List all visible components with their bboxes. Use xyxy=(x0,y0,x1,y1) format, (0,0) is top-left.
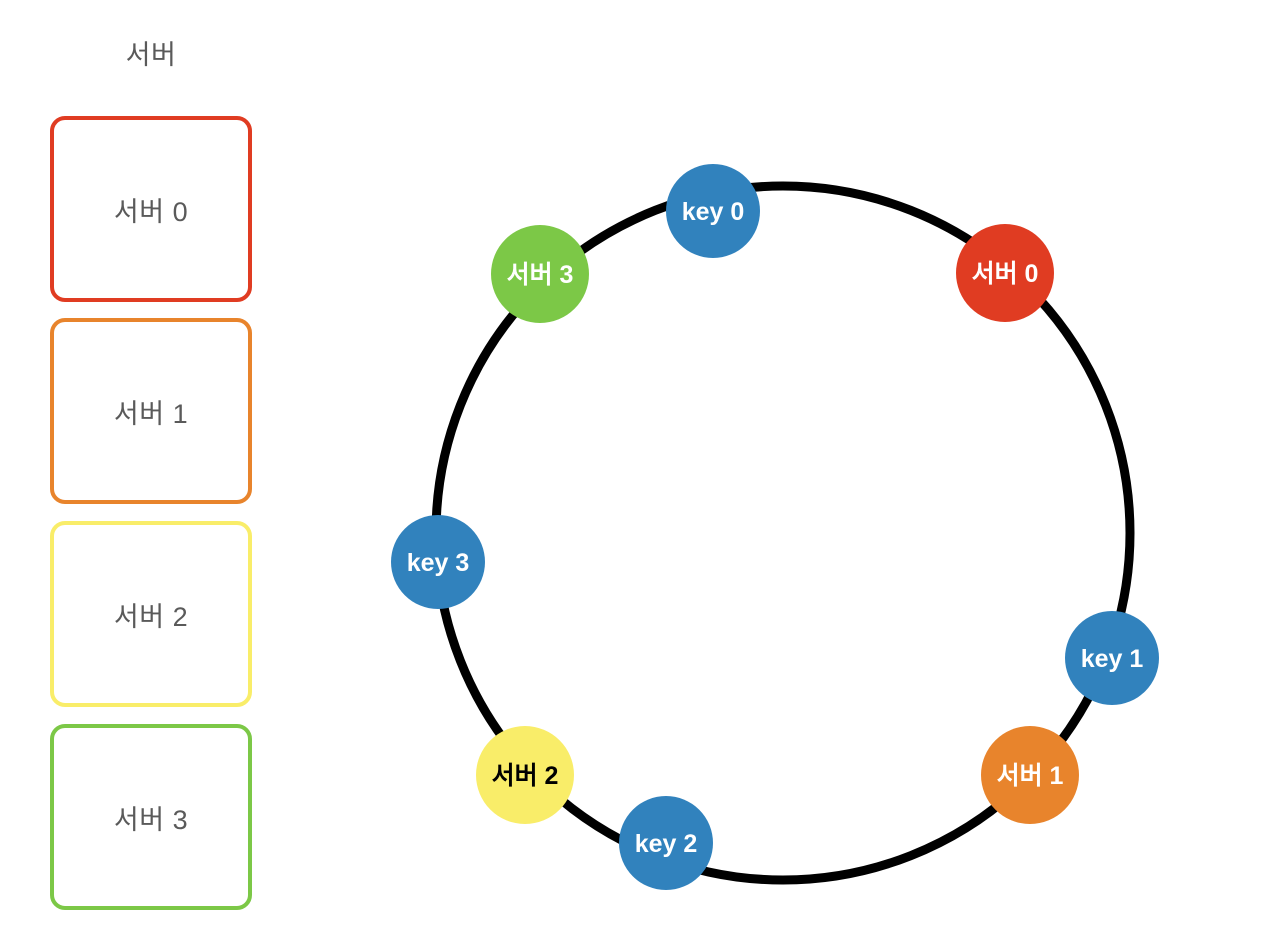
server-box-3[interactable]: 서버 3 xyxy=(50,724,252,910)
server-list-title: 서버 xyxy=(125,40,177,70)
server-box-label: 서버 1 xyxy=(113,398,189,429)
hash-ring-diagram: key 0 서버 0 key 1 서버 1 key 2 서버 2 key 3 서버 3 xyxy=(310,0,1270,938)
server-box-label: 서버 0 xyxy=(113,196,189,227)
ring-node-server-7[interactable]: 서버 3 xyxy=(491,225,589,323)
ring-node-circle xyxy=(491,225,589,323)
ring-node-circle xyxy=(666,164,760,258)
ring-node-key-4[interactable]: key 2 xyxy=(619,796,713,890)
server-box-0[interactable]: 서버 0 xyxy=(50,116,252,302)
ring-node-key-6[interactable]: key 3 xyxy=(391,515,485,609)
ring-node-server-1[interactable]: 서버 0 xyxy=(956,224,1054,322)
ring-node-server-5[interactable]: 서버 2 xyxy=(476,726,574,824)
ring-node-circle xyxy=(1065,611,1159,705)
ring-node-server-3[interactable]: 서버 1 xyxy=(981,726,1079,824)
server-box-label: 서버 3 xyxy=(113,804,189,835)
hash-ring-svg: key 0 서버 0 key 1 서버 1 key 2 서버 2 key 3 서버 3 xyxy=(391,164,1159,890)
ring-node-circle xyxy=(981,726,1079,824)
server-box-label: 서버 2 xyxy=(113,601,189,632)
server-box-2[interactable]: 서버 2 xyxy=(50,521,252,707)
ring-node-circle xyxy=(619,796,713,890)
server-box-1[interactable]: 서버 1 xyxy=(50,318,252,504)
server-list-panel: 서버 서버 0 서버 1 서버 2 서버 3 xyxy=(0,0,310,938)
ring-node-key-2[interactable]: key 1 xyxy=(1065,611,1159,705)
ring-node-circle xyxy=(391,515,485,609)
ring-node-circle xyxy=(956,224,1054,322)
hash-ring-node-group: key 0 서버 0 key 1 서버 1 key 2 서버 2 key 3 서버 3 xyxy=(391,164,1159,890)
ring-node-key-0[interactable]: key 0 xyxy=(666,164,760,258)
ring-node-circle xyxy=(476,726,574,824)
